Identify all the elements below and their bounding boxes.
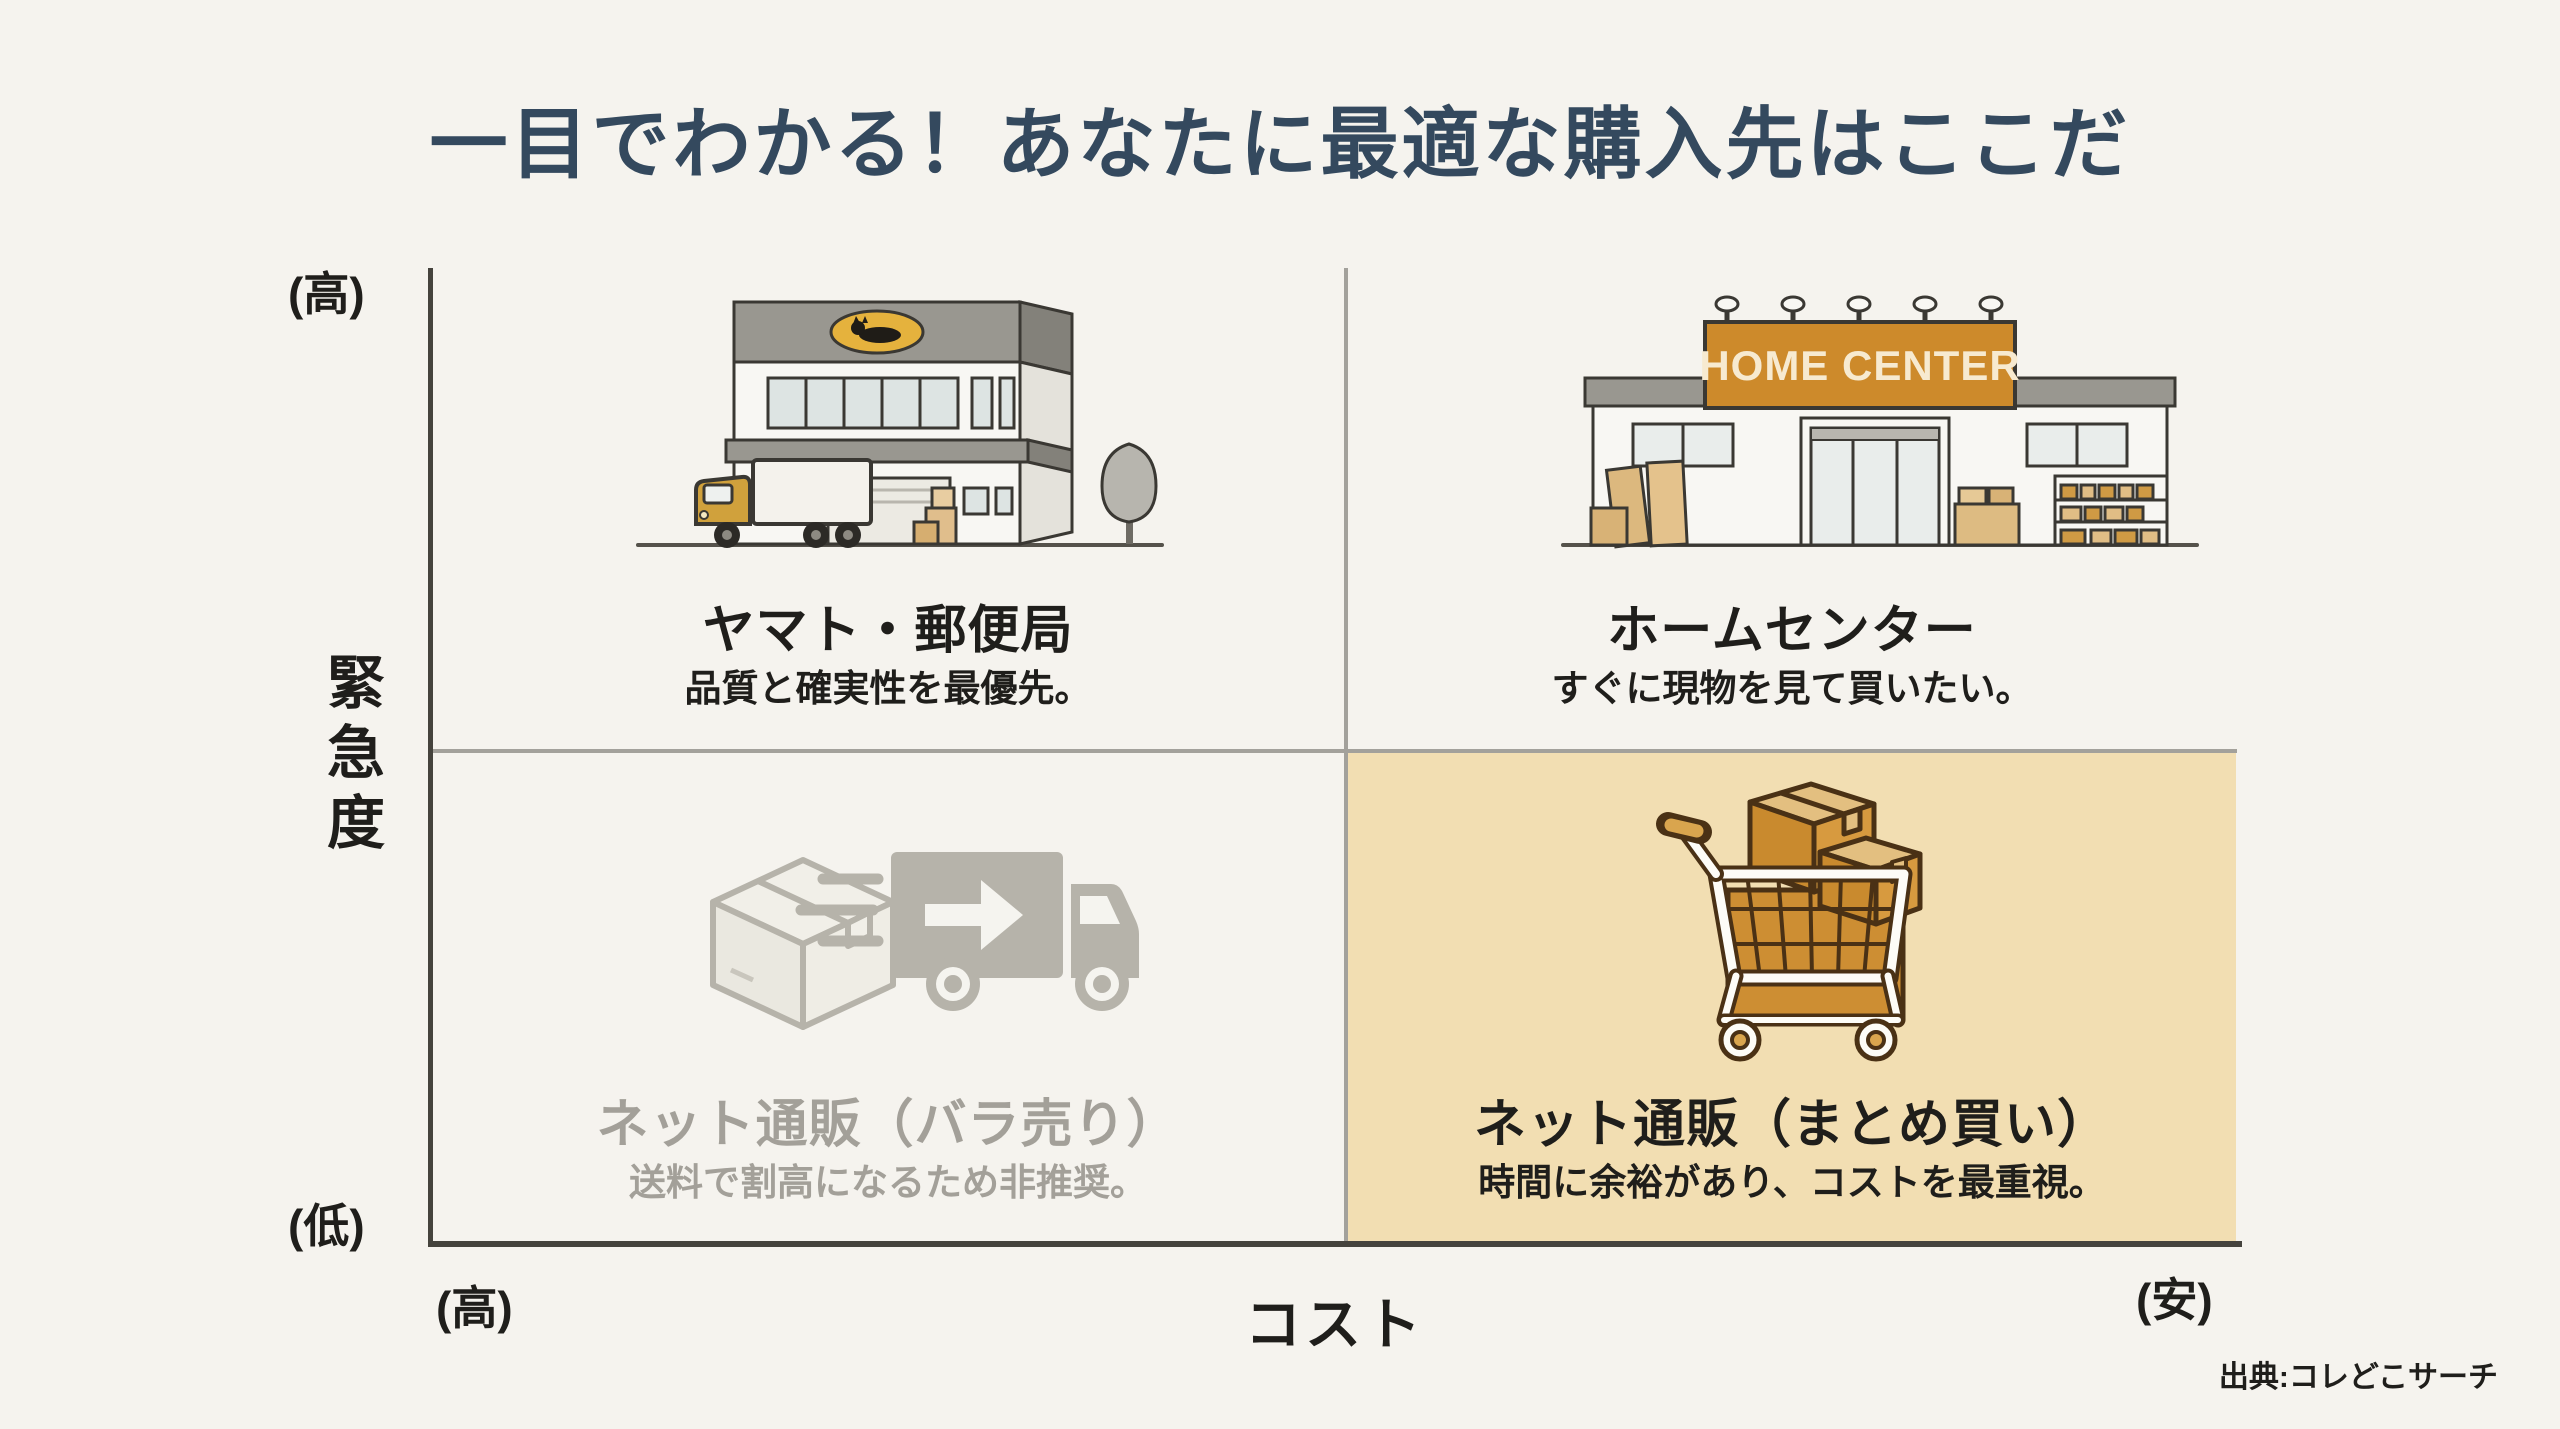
quadrant-divider-vertical (1344, 268, 1348, 1243)
parcel-delivery-truck-icon (710, 852, 1139, 1030)
y-axis-line (428, 268, 433, 1245)
quadrant-top-left-subtitle: 品質と確実性を最優先。 (684, 668, 1092, 709)
shopping-cart-boxes-icon (1656, 781, 1923, 1062)
quadrant-top-left-title: ヤマト・郵便局 (702, 602, 1074, 660)
home-center-store-icon: HOME CENTER (1561, 295, 2199, 549)
quadrant-bottom-left-title: ネット通販（バラ売り） (596, 1096, 1180, 1154)
x-axis-cheap-label: (安) (2136, 1274, 2213, 1326)
source-credit: 出典:コレどこサーチ (2218, 1361, 2498, 1394)
quadrant-top-right-subtitle: すぐに現物を見て買いたい。 (1551, 668, 2033, 709)
y-axis-high-label: (高) (288, 268, 365, 320)
quadrant-bottom-left-subtitle: 送料で割高になるため非推奨。 (629, 1162, 1147, 1203)
x-axis-high-label: (高) (436, 1282, 513, 1334)
yamato-building-icon (636, 300, 1164, 548)
x-axis-line (428, 1241, 2242, 1247)
quadrant-top-right-title: ホームセンター (1607, 602, 1977, 660)
quadrant-bottom-right-subtitle: 時間に余裕があり、コストを最重視。 (1478, 1162, 2106, 1203)
home-center-sign-text: HOME CENTER (1699, 342, 2020, 389)
quadrant-divider-horizontal (431, 749, 2237, 753)
y-axis-low-label: (低) (288, 1200, 365, 1252)
x-axis-title: コスト (1245, 1293, 1425, 1356)
page-title: 一目でわかる！あなたに最適な購入先はここだ (429, 100, 2131, 188)
quadrant-bottom-right-title: ネット通販（まとめ買い） (1473, 1096, 2110, 1154)
y-axis-title: 緊急度 (318, 652, 383, 862)
